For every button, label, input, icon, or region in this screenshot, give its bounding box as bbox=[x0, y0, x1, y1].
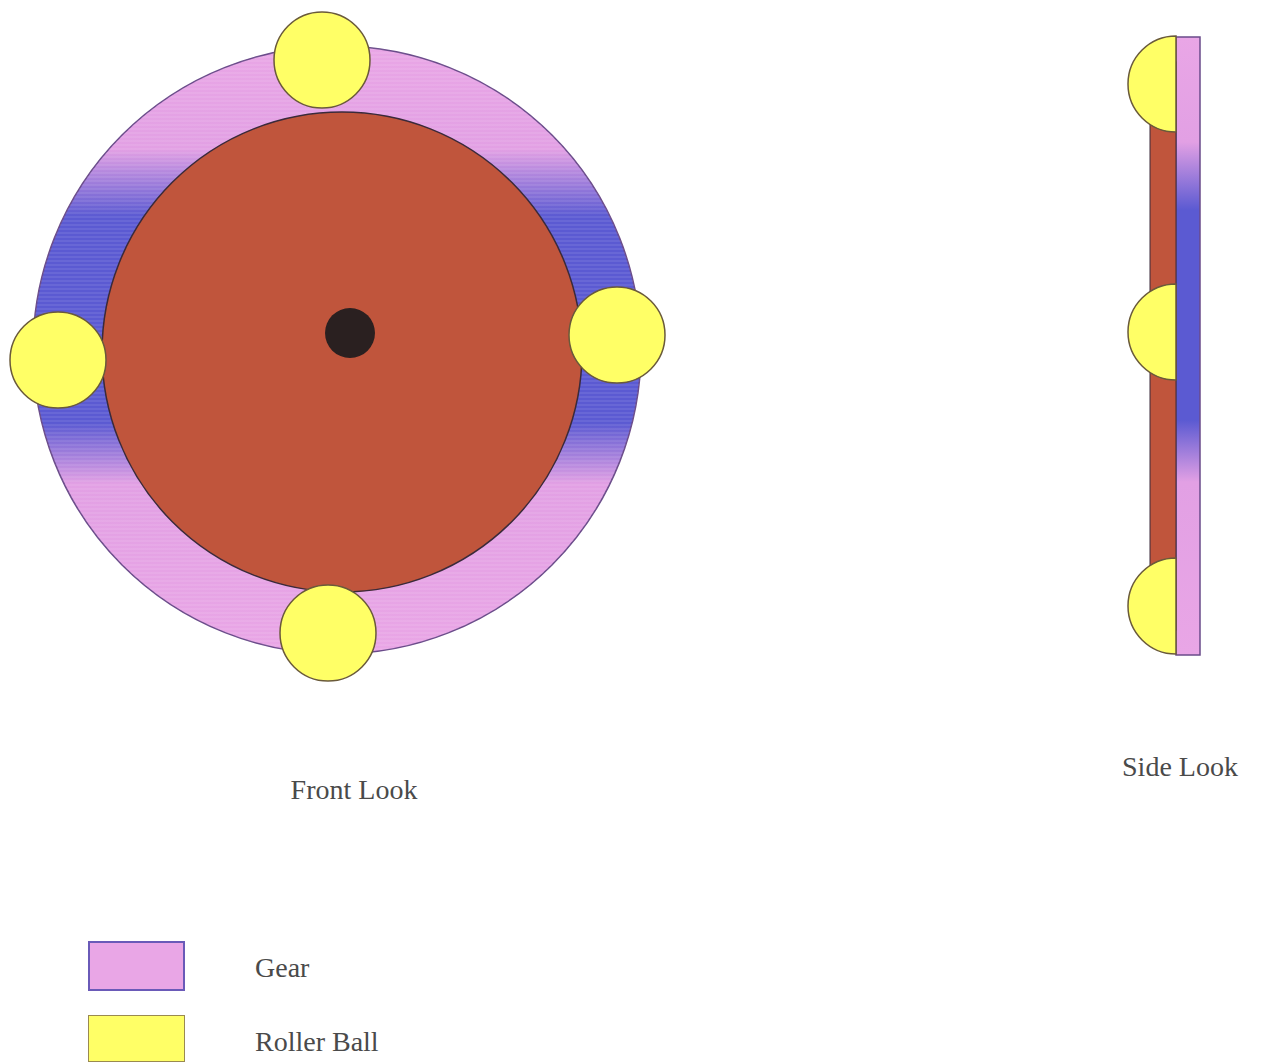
roller-ball-side bbox=[1128, 36, 1176, 132]
legend-swatch bbox=[88, 1015, 185, 1062]
legend-label: Roller Ball bbox=[255, 1025, 379, 1059]
gear-ring bbox=[33, 46, 641, 654]
roller-ball bbox=[280, 585, 376, 681]
roller-ball bbox=[274, 12, 370, 108]
legend-label: Gear bbox=[255, 951, 309, 985]
center-axle bbox=[325, 308, 375, 358]
gear-side bbox=[1176, 37, 1200, 655]
inner-disc bbox=[102, 112, 582, 592]
legend-swatch bbox=[88, 941, 185, 991]
gear-texture bbox=[33, 46, 641, 654]
roller-ball bbox=[569, 287, 665, 383]
view-label: Side Look bbox=[1122, 750, 1238, 784]
roller-ball bbox=[10, 312, 106, 408]
view-label: Front Look bbox=[291, 773, 418, 807]
roller-ball-side bbox=[1128, 284, 1176, 380]
roller-ball-side bbox=[1128, 558, 1176, 654]
front-view bbox=[10, 12, 665, 681]
side-view bbox=[1128, 36, 1200, 655]
